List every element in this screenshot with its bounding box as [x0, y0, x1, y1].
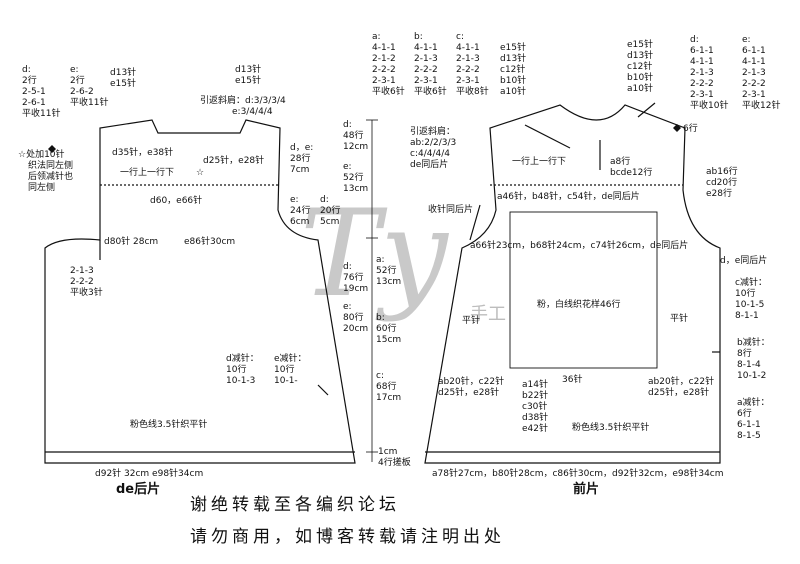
back-title: de后片: [116, 482, 161, 497]
back-under-arm-e: e86针30cm: [184, 237, 236, 247]
front-body-note: 粉色线3.5针织平针: [572, 423, 650, 433]
front-pattern-panel: [509, 211, 658, 369]
front-flat-right: 平针: [670, 314, 689, 324]
back-bottom-width: d92针 32cm e98针34cm: [95, 469, 204, 479]
front-one-row-down: 一行上一行下: [512, 157, 567, 167]
back-one-row-down: 一行上一行下: [120, 168, 175, 178]
back-body-note: 粉色线3.5针织平针: [130, 420, 208, 430]
back-yoke-width: d60，e66针: [150, 196, 203, 206]
back-star-note: ☆处加10针织法同左侧后领减针也同左侧: [18, 150, 74, 193]
front-pattern-note: 粉，白线织花样46行: [537, 300, 621, 310]
back-star-mark: ☆: [196, 168, 205, 178]
front-six-rows: 6行: [683, 124, 698, 134]
footer-line-2: 请勿商用，如博客转载请注明出处: [190, 527, 505, 547]
front-center-count: 36针: [562, 375, 583, 385]
footer-line-1: 谢绝转载至各编织论坛: [190, 495, 400, 515]
back-under-arm-d: d80针 28cm: [104, 237, 159, 247]
front-de-same: d，e同后片: [720, 256, 768, 266]
back-shoulder-right: d25针，e28针: [203, 156, 265, 166]
front-yoke-stitches: a46针，b48针，c54针，de同后片: [497, 192, 640, 202]
front-title: 前片: [573, 482, 600, 497]
front-side-note: 收针同后片: [428, 205, 474, 215]
back-piece-outline: [44, 119, 356, 464]
watermark-logo: Ty: [300, 185, 448, 324]
front-flat-left: 平针: [462, 316, 481, 326]
front-bottom-width: a78针27cm，b80针28cm，c86针30cm，d92针32cm，e98针…: [432, 469, 724, 479]
front-piece-outline: [424, 104, 721, 464]
watermark-text: 手工: [470, 304, 506, 325]
back-shoulder-left: d35针，e38针: [112, 148, 174, 158]
front-under-arm: a66针23cm，b68针24cm，c74针26cm，de同后片: [470, 241, 689, 251]
